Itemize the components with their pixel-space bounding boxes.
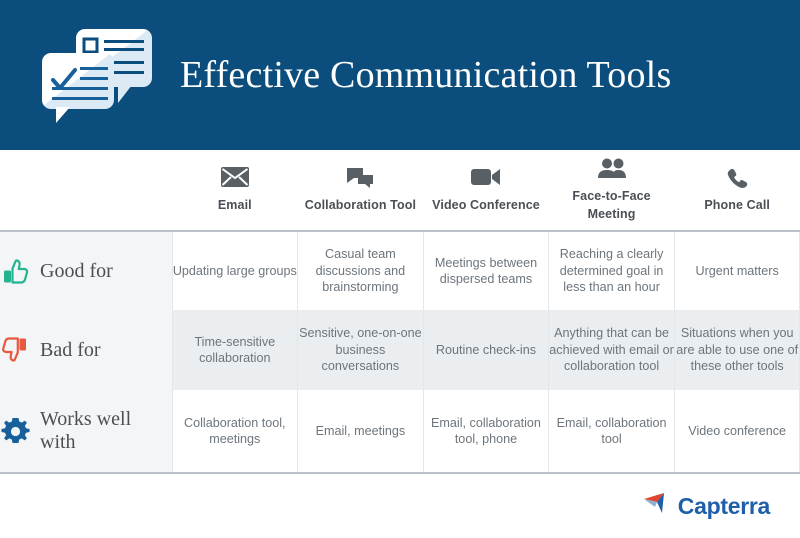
table-cell: Collaboration tool, meetings [171, 390, 299, 472]
capterra-logo[interactable]: Capterra [643, 491, 770, 522]
phone-handset-icon [674, 167, 800, 189]
video-camera-icon [423, 167, 549, 189]
table-cell: Urgent matters [673, 232, 800, 310]
thumbs-down-icon [0, 335, 30, 365]
chat-bubbles-icon [298, 167, 424, 189]
column-header-label: Face-to-Face Meeting [572, 188, 651, 221]
column-header-collaboration-tool: Collaboration Tool [298, 150, 424, 230]
table-header-row: Email Collaboration Tool [0, 150, 800, 230]
table-cell: Meetings between dispersed teams [422, 232, 550, 310]
column-header-label: Phone Call [704, 197, 770, 212]
table-cell: Reaching a clearly determined goal in le… [548, 232, 675, 310]
table-cell: Video conference [673, 390, 800, 472]
table-cell: Routine check-ins [422, 310, 550, 390]
table-row: Bad for Time-sensitive collaboration Sen… [0, 310, 800, 390]
table-row: Good for Updating large groups Casual te… [0, 232, 800, 310]
table-cell: Situations when you are able to use one … [673, 310, 800, 390]
header-divider-row [0, 230, 800, 232]
column-header-phone-call: Phone Call [674, 150, 800, 230]
envelope-icon [172, 166, 298, 189]
column-header-video-conference: Video Conference [423, 150, 549, 230]
speech-bubbles-checklist-icon [34, 23, 158, 127]
table-cell: Time-sensitive collaboration [171, 310, 299, 390]
page-header-banner: Effective Communication Tools [0, 0, 800, 150]
column-header-face-to-face-meeting: Face-to-Face Meeting [549, 150, 675, 230]
table-cell: Sensitive, one-on-one business conversat… [297, 310, 424, 390]
row-label-text: Bad for [40, 338, 101, 361]
page-title: Effective Communication Tools [180, 54, 672, 96]
capterra-wordmark: Capterra [677, 492, 771, 519]
column-header-email: Email [172, 150, 298, 230]
table-bottom-divider [0, 472, 800, 474]
table-cell: Updating large groups [171, 232, 299, 310]
capterra-arrow-icon [643, 491, 673, 522]
table-row: Works well with Collaboration tool, meet… [0, 390, 800, 472]
people-icon [549, 158, 675, 180]
column-header-label: Collaboration Tool [304, 197, 417, 212]
table-cell: Email, collaboration tool, phone [422, 390, 550, 472]
row-label-text: Works well with [40, 408, 132, 453]
comparison-table: Email Collaboration Tool [0, 150, 800, 474]
row-label-text: Good for [40, 259, 113, 282]
table-cell: Email, collaboration tool [548, 390, 675, 472]
header-divider [0, 230, 800, 232]
header-corner-blank [0, 150, 172, 230]
page-footer: Capterra [0, 474, 800, 538]
column-header-label: Email [217, 197, 252, 212]
thumbs-up-icon [0, 256, 30, 286]
gear-icon [0, 416, 30, 446]
footer-divider-row [0, 472, 800, 474]
row-label-good-for: Good for [0, 232, 172, 310]
row-label-bad-for: Bad for [0, 310, 172, 390]
table-cell: Anything that can be achieved with email… [548, 310, 675, 390]
table-cell: Email, meetings [297, 390, 424, 472]
row-label-works-well-with: Works well with [0, 390, 172, 472]
table-cell: Casual team discussions and brainstormin… [297, 232, 424, 310]
column-header-label: Video Conference [432, 197, 540, 212]
